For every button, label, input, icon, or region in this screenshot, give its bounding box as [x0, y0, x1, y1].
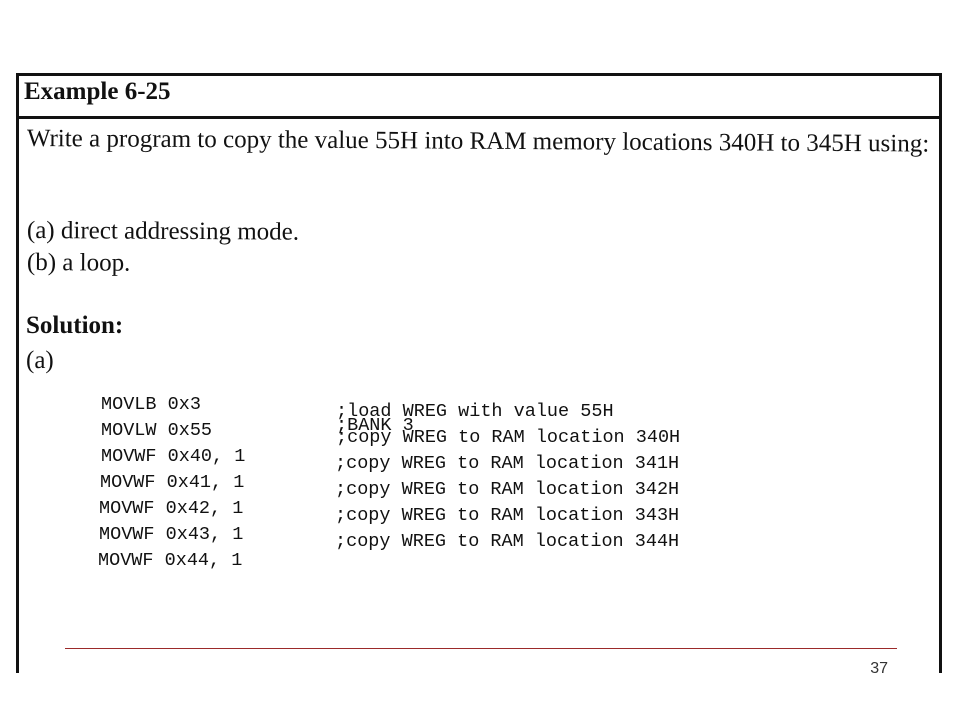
code-instruction: MOVLB 0x3	[101, 394, 201, 415]
code-instruction: MOVLW 0x55	[101, 420, 213, 441]
example-title: Example 6-25	[24, 78, 171, 105]
problem-text: Write a program to copy the value 55H in…	[26, 124, 930, 158]
code-comment: ;copy WREG to RAM location 340H	[336, 427, 681, 448]
code-line: MOVWF 0x43, 1 ;copy WREG to RAM location…	[19, 503, 679, 587]
code-instruction: MOVWF 0x41, 1	[100, 472, 245, 493]
footer-divider	[65, 648, 897, 649]
code-comment: ;load WREG with value 55H	[336, 401, 614, 422]
example-box: Example 6-25 Write a program to copy the…	[16, 73, 942, 673]
code-instruction: MOVWF 0x40, 1	[101, 446, 246, 467]
code-line: MOVWF 0x41, 1 ;copy WREG to RAM location…	[19, 451, 679, 535]
example-header: Example 6-25	[19, 76, 939, 119]
code-comment: ;BANK 3	[336, 415, 414, 436]
part-a-label: (a)	[26, 347, 54, 374]
code-comment: ;copy WREG to RAM location 341H	[335, 453, 680, 474]
code-instruction: MOVWF 0x42, 1	[99, 498, 244, 519]
code-line: MOVWF 0x42, 1 ;copy WREG to RAM location…	[19, 477, 679, 561]
code-instruction: MOVWF 0x44, 1	[98, 550, 243, 571]
solution-heading: Solution:	[26, 312, 124, 339]
problem-statement: Write a program to copy the value 55H in…	[27, 124, 937, 160]
option-b: (b) a loop.	[26, 249, 131, 277]
option-a: (a) direct addressing mode.	[26, 217, 300, 246]
code-instruction: MOVWF 0x43, 1	[99, 524, 244, 545]
code-line: MOVLW 0x55 ;load WREG with value 55H	[19, 399, 614, 483]
code-line: MOVLB 0x3 ;BANK 3	[19, 373, 414, 457]
code-line: MOVWF 0x40, 1 ;copy WREG to RAM location…	[19, 425, 680, 509]
code-comment: ;copy WREG to RAM location 342H	[335, 479, 680, 500]
code-comment: ;copy WREG to RAM location 343H	[335, 505, 680, 526]
code-comment: ;copy WREG to RAM location 344H	[335, 531, 680, 552]
scanned-textbook-excerpt: Example 6-25 Write a program to copy the…	[10, 70, 954, 673]
page-number: 37	[870, 660, 888, 677]
code-line: MOVWF 0x44, 1 ;copy WREG to RAM location…	[19, 529, 679, 613]
